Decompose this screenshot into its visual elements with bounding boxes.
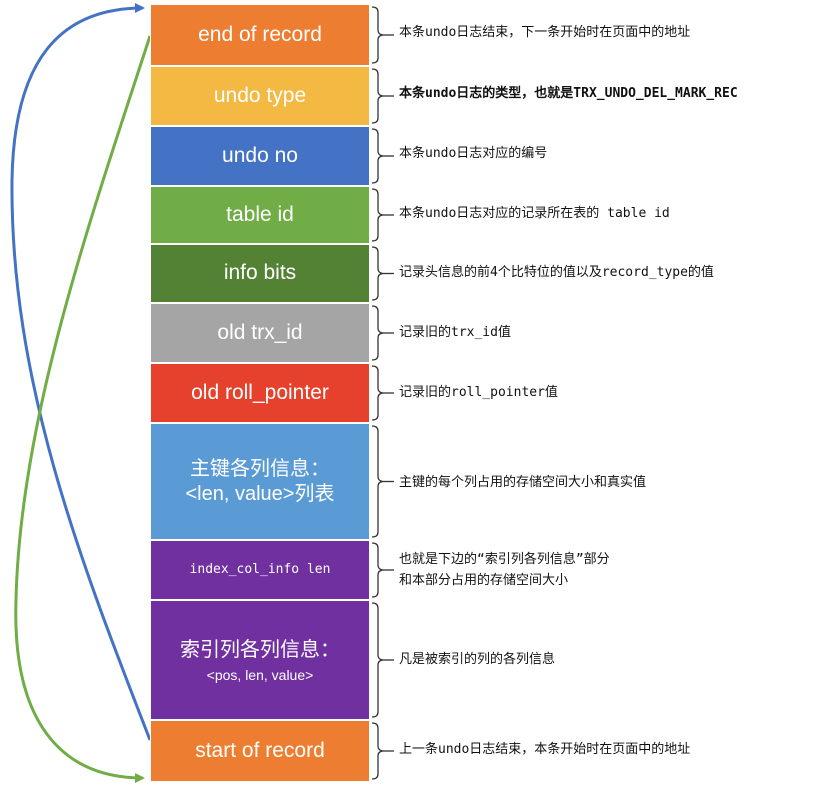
brace — [371, 128, 385, 184]
annotation-text: 本条undo日志对应的编号 — [399, 146, 548, 161]
annotation-text: 和本部分占用的存储空间大小 — [399, 573, 569, 588]
brace — [371, 68, 385, 124]
block-label: end of record — [198, 22, 322, 46]
annotation-text: 本条undo日志结束，下一条开始时在页面中的地址 — [399, 25, 691, 40]
block-label: index_col_info len — [189, 561, 331, 577]
block-start-of-record: start of record — [150, 720, 370, 782]
annotation-text: 主键的每个列占用的存储空间大小和真实值 — [399, 475, 647, 490]
block-label: 索引列各列信息： — [180, 638, 340, 661]
annotation-text: 上一条undo日志结束，本条开始时在页面中的地址 — [399, 742, 691, 757]
annotation-text: 也就是下边的“索引列各列信息”部分 — [399, 552, 610, 567]
block-label: old roll_pointer — [191, 380, 329, 404]
green-arrow — [14, 35, 152, 783]
blue-arrow — [10, 3, 152, 741]
annotation-text: 记录旧的trx_id值 — [399, 325, 511, 340]
brace — [371, 542, 385, 598]
annotation-text: 凡是被索引的列的各列信息 — [399, 652, 556, 667]
block-label: table id — [226, 202, 294, 226]
brace — [371, 722, 385, 780]
block-old-trx-id: old trx_id — [150, 303, 370, 363]
block-undo-no: undo no — [150, 126, 370, 186]
brace — [371, 6, 385, 64]
block-label: start of record — [195, 738, 325, 762]
brace — [371, 246, 385, 301]
brace — [371, 602, 385, 718]
block-label: 主键各列信息： — [190, 457, 330, 480]
annotation-text: 本条undo日志对应的记录所在表的 table id — [399, 206, 670, 221]
block-end-of-record: end of record — [150, 4, 370, 66]
block-label: undo no — [222, 143, 298, 167]
annotation-text: 记录旧的roll_pointer值 — [399, 385, 558, 400]
block-sublabel: <pos, len, value> — [206, 666, 314, 683]
annotation-text: 记录头信息的前4个比特位的值以及record_type的值 — [399, 265, 714, 280]
block-label: info bits — [223, 261, 297, 285]
brace — [371, 365, 385, 421]
block-pk-columns: 主键各列信息：<len, value>列表 — [150, 423, 370, 540]
brace — [371, 188, 385, 242]
block-index-columns: 索引列各列信息： <pos, len, value> — [150, 600, 370, 720]
block-info-bits: info bits — [150, 244, 370, 303]
brace — [371, 425, 385, 538]
block-label-line2: <len, value>列表 — [185, 482, 335, 505]
block-label: undo type — [213, 83, 307, 107]
block-label: old trx_id — [217, 320, 303, 344]
block-undo-type: undo type — [150, 66, 370, 126]
brace — [371, 305, 385, 361]
block-old-roll-pointer: old roll_pointer — [150, 363, 370, 423]
block-table-id: table id — [150, 186, 370, 244]
annotation-text: 本条undo日志的类型，也就是TRX_UNDO_DEL_MARK_REC — [399, 86, 738, 101]
block-index-col-info-len: index_col_info len — [150, 540, 370, 600]
